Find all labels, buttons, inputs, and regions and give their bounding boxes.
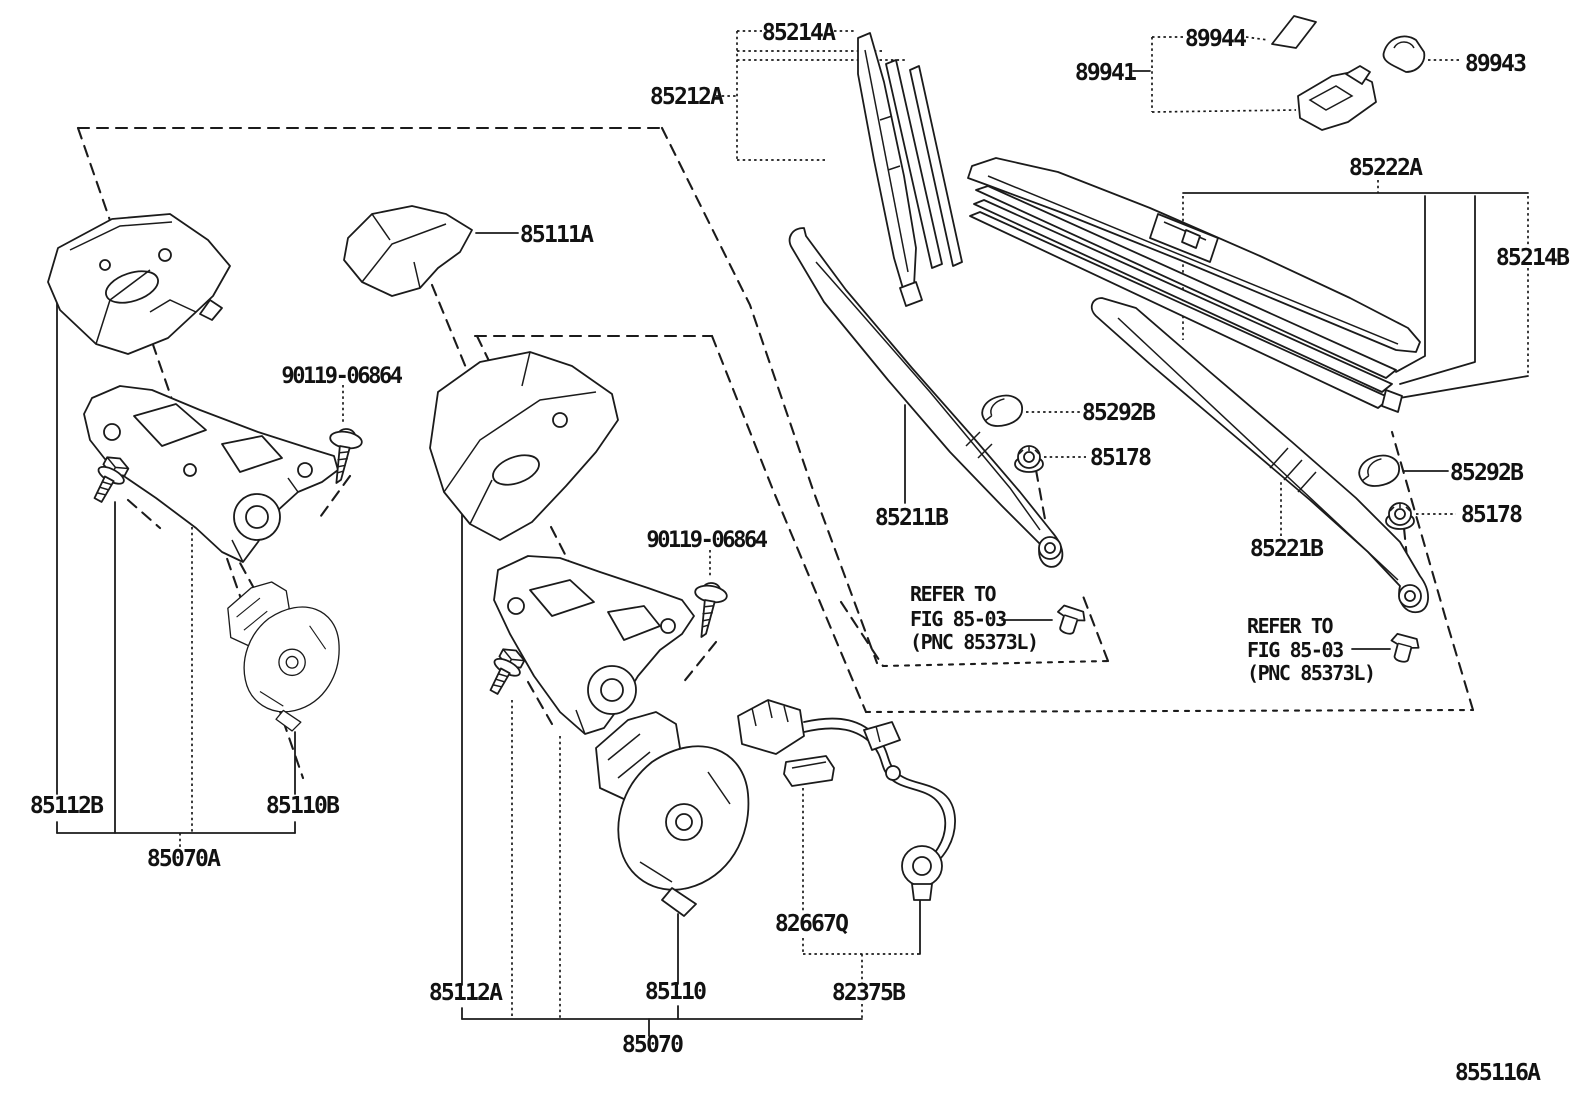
- wiper-link-bracket-rh-drawing: [493, 555, 695, 735]
- cowl-louver-lh-drawing: [47, 213, 231, 355]
- diagram-code: 855116A: [1455, 1060, 1541, 1086]
- callout-rain-sensor: 89941: [1075, 60, 1136, 86]
- callout-wiper-blade-rh: 85222A: [1349, 155, 1423, 181]
- refer-note-rh-line2: FIG 85-03: [1247, 638, 1343, 662]
- callout-wiper-insert-rh: 85214B: [1496, 245, 1570, 271]
- pivot-nut-rh-drawing: [1385, 502, 1415, 530]
- cowl-cover-rh-drawing: [429, 351, 619, 541]
- refer-note-lh-line3: (PNC 85373L): [910, 630, 1038, 654]
- callout-wiper-arm-lh: 85211B: [875, 505, 949, 531]
- rain-sensor-drawing: [1271, 15, 1426, 131]
- pivot-cap-rh-drawing: [1356, 452, 1403, 490]
- wiper-blade-lh-drawing: [857, 32, 963, 307]
- refer-note-lh-line2: FIG 85-03: [910, 607, 1006, 631]
- callout-motor-link-assy-rh: 85070: [622, 1032, 683, 1058]
- callout-sensor-label: 89944: [1185, 26, 1246, 52]
- pivot-nut-lh-drawing: [1014, 445, 1044, 473]
- callout-hole-cover: 85111A: [520, 222, 594, 248]
- pivot-cap-lh-drawing: [979, 392, 1026, 430]
- callout-pivot-nut-rh: 85178: [1461, 502, 1522, 528]
- pivot-clip-rh-drawing: [1386, 631, 1422, 666]
- callout-pivot-cap-lh: 85292B: [1082, 400, 1156, 426]
- group-lines-85070A: [56, 294, 296, 849]
- callout-wiper-motor-rh: 85110: [645, 979, 706, 1005]
- refer-note-rh: REFER TO FIG 85-03 (PNC 85373L): [1247, 614, 1376, 685]
- callout-pivot-nut-lh: 85178: [1090, 445, 1151, 471]
- callout-motor-link-assy-lh: 85070A: [147, 846, 221, 872]
- wiper-motor-lh-drawing: [227, 581, 340, 732]
- bracket-lines-rain-sensor: [1132, 36, 1462, 113]
- wiring-harness-drawing: [737, 699, 956, 901]
- wiper-link-bracket-lh-drawing: [83, 385, 339, 563]
- callout-wiper-blade-lh: 85212A: [650, 84, 724, 110]
- callout-pivot-cap-rh: 85292B: [1450, 460, 1524, 486]
- callout-bracket-cover-lh: 85112B: [30, 793, 104, 819]
- callout-harness-connector: 82667Q: [775, 911, 848, 937]
- refer-note-lh-line1: REFER TO: [910, 582, 996, 606]
- group-lines-85070: [461, 464, 921, 1037]
- callout-wiper-motor-lh: 85110B: [266, 793, 340, 819]
- callout-screw-rh: 90119-06864: [646, 528, 767, 553]
- refer-note-lh: REFER TO FIG 85-03 (PNC 85373L): [910, 582, 1039, 654]
- callout-labels: 85214A 85212A 89944 89941 89943 85222A 8…: [30, 20, 1572, 1058]
- wiper-blade-rh-drawing: [967, 157, 1421, 413]
- callout-wiper-arm-rh: 85221B: [1250, 536, 1324, 562]
- refer-note-rh-line1: REFER TO: [1247, 614, 1333, 638]
- callout-bracket-cover-rh: 85112A: [429, 980, 503, 1006]
- callout-wiring-harness: 82375B: [832, 980, 906, 1006]
- callout-leaders: [342, 232, 1456, 650]
- wiper-arm-rh-drawing: [1090, 297, 1429, 614]
- screw-rh-drawing: [686, 579, 730, 642]
- hole-cover-85111A-drawing: [343, 205, 473, 297]
- wiper-arm-lh-drawing: [788, 227, 1064, 568]
- pivot-clip-lh-drawing: [1051, 603, 1088, 639]
- callout-screw-lh: 90119-06864: [281, 364, 402, 389]
- callout-sensor-cover: 89943: [1465, 51, 1526, 77]
- refer-note-rh-line3: (PNC 85373L): [1247, 661, 1375, 685]
- wiper-motor-rh-drawing: [595, 711, 750, 917]
- callout-wiper-insert-lh: 85214A: [762, 20, 836, 46]
